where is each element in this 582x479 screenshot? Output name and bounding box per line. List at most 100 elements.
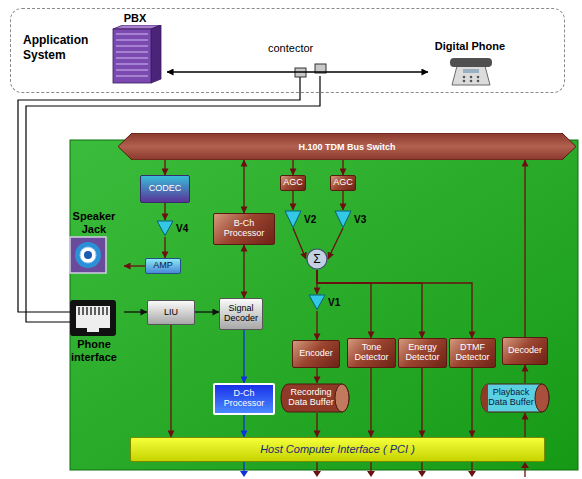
sum-symbol	[307, 249, 327, 269]
phone-jack: Phone interface	[64, 298, 124, 368]
pbx-slot	[116, 69, 148, 70]
process-box-label: AGC	[333, 178, 353, 188]
sum-circle-label: Σ	[313, 253, 320, 265]
bus-line	[421, 462, 422, 472]
signal-arrow	[170, 325, 171, 437]
jack-socket	[76, 306, 110, 328]
triangle-outline	[334, 210, 352, 228]
process-box: DTMF Detector	[449, 338, 496, 368]
buffer-cylinder-label: Playback Data Buffer	[485, 388, 537, 408]
sum-circle: Σ	[306, 248, 328, 270]
gain-triangle-label: V1	[328, 297, 340, 308]
speaker-plate	[70, 237, 106, 273]
jack-tab	[87, 326, 99, 332]
arrow-head	[240, 471, 248, 477]
triangle-outline	[284, 210, 302, 228]
gain-triangle: V3	[334, 210, 372, 228]
arrow-head	[521, 462, 529, 468]
pbx-unit-label: PBX	[124, 12, 147, 25]
process-box-label: AGC	[283, 178, 303, 188]
part-label: contector	[268, 42, 313, 54]
signal-arrow	[342, 160, 343, 175]
signal-arrow	[243, 415, 244, 437]
jack-contact	[86, 307, 87, 315]
host-bus-lines	[317, 462, 525, 477]
signal-arrow	[243, 245, 244, 298]
signal-arrow	[164, 160, 165, 175]
jack-body	[70, 300, 116, 336]
bus-arrow	[118, 133, 576, 160]
signal-arrow	[316, 413, 317, 437]
process-box: AGC	[280, 175, 306, 191]
process-box-label: Signal Decoder	[222, 304, 260, 324]
pbx-slot	[116, 51, 148, 52]
signal-arrow	[195, 311, 219, 312]
pbx-slot	[116, 33, 148, 34]
phone-base	[452, 66, 490, 85]
process-box-label: CODEC	[143, 184, 187, 194]
process-box: B-Ch Processor	[213, 213, 275, 245]
gain-triangle: V2	[284, 210, 322, 228]
phone-jack-label: Phone interface	[64, 338, 124, 363]
process-box: AGC	[330, 175, 356, 191]
jack-contact	[90, 307, 91, 315]
signal-arrow	[524, 413, 525, 437]
jack-contact	[78, 307, 79, 315]
pbx-slot	[116, 75, 148, 76]
phone-unit-label: Digital Phone	[435, 40, 505, 53]
pbx-illustration	[103, 25, 167, 87]
process-box-label: Tone Detector	[350, 343, 393, 363]
triangle-outline	[156, 220, 174, 236]
gain-triangle-label: V2	[304, 214, 316, 225]
signal-arrow	[524, 160, 525, 337]
signal-arrow	[316, 311, 317, 340]
signal-arrow	[316, 368, 317, 383]
process-box-label: B-Ch Processor	[216, 219, 272, 239]
bus-line	[316, 462, 317, 472]
arrow-head	[418, 471, 426, 477]
process-box-label: Encoder	[295, 349, 337, 359]
jack-contact	[102, 307, 103, 315]
speaker-jack-label: Speaker Jack	[64, 210, 124, 235]
process-box: LIU	[147, 300, 195, 325]
signal-arrow	[243, 330, 244, 383]
process-box-label: AMP	[148, 261, 178, 271]
signal-arrow	[524, 365, 525, 383]
speaker-ring	[75, 242, 101, 268]
pbx-slot	[116, 45, 148, 46]
cylinder-cap	[335, 384, 349, 412]
jack-contact	[98, 307, 99, 315]
bus-line	[370, 462, 371, 472]
gain-triangle: V4	[156, 220, 194, 237]
process-box: AMP	[145, 258, 181, 274]
gain-symbol	[285, 211, 301, 228]
process-box: Energy Detector	[398, 338, 447, 368]
pbx-side	[151, 25, 161, 83]
speaker-core	[84, 251, 92, 259]
signal-arrow	[317, 270, 472, 338]
phone-key	[477, 79, 480, 82]
signal-arrow	[328, 228, 343, 259]
process-box: Encoder	[292, 340, 340, 368]
signal-arrow	[164, 237, 165, 258]
bus-line	[471, 462, 472, 472]
jack-contact	[82, 307, 83, 315]
bus-line	[524, 467, 525, 477]
process-box-label: Decoder	[505, 346, 545, 356]
label-holder: contector	[268, 42, 313, 54]
cylinder-cap	[481, 384, 488, 412]
phone-wire	[18, 76, 300, 312]
signal-arrow	[317, 270, 422, 338]
phone-key	[477, 75, 480, 78]
signal-arrow	[124, 265, 145, 266]
pbx-slot	[116, 39, 148, 40]
cylinder-body	[481, 384, 549, 412]
process-box: Decoder	[502, 337, 548, 365]
signal-arrow	[421, 368, 422, 437]
process-box: D-Ch Processor	[213, 383, 275, 415]
signal-arrow	[164, 203, 165, 220]
signal-arrow	[293, 228, 306, 259]
phone-illustration	[428, 53, 512, 87]
signal-arrow	[292, 160, 293, 175]
